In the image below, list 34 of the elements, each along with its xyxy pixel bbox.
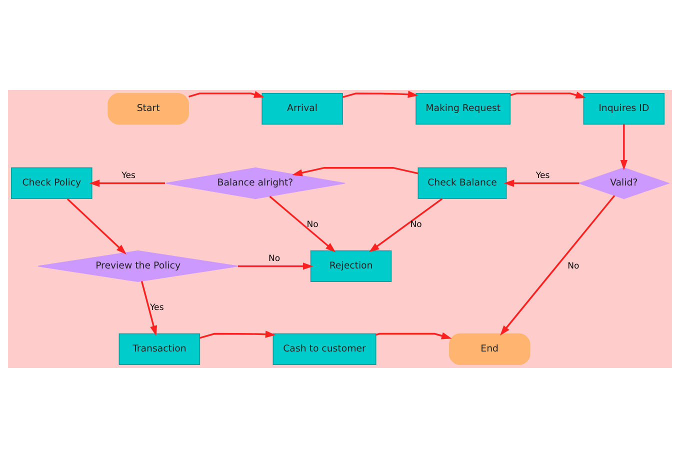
node-box: Arrival [262, 92, 343, 124]
node-box: Check Balance [418, 166, 507, 199]
arrow [269, 195, 336, 252]
node-diamond: Preview the Policy [38, 250, 238, 282]
arrow [66, 198, 126, 254]
arrow [376, 332, 452, 339]
node-box: Rejection [310, 250, 392, 282]
node-diamond: Valid? [578, 166, 670, 199]
edge-label: Yes [150, 302, 164, 312]
node-box: Cash to customer [272, 332, 376, 364]
edge-label: Yes [536, 170, 550, 181]
arrow [500, 194, 616, 336]
arrow [510, 91, 586, 98]
arrow [199, 330, 276, 338]
edge-label: No [306, 219, 318, 230]
node-box: Check Policy [11, 166, 92, 199]
node-box: Start [108, 92, 189, 124]
edge-label: Yes [122, 170, 136, 181]
edge-label: No [568, 260, 580, 271]
node-box: Making Request [416, 92, 511, 124]
arrow [342, 90, 418, 98]
arrow [188, 90, 264, 98]
arrow [368, 198, 443, 252]
arrow [140, 280, 158, 336]
edge-label: No [410, 219, 422, 230]
edge-label: No [268, 254, 280, 264]
arrow [238, 262, 314, 270]
node-box: Inquires ID [583, 92, 665, 124]
node-box: Transaction [118, 332, 200, 364]
arrow [620, 124, 628, 170]
arrow [504, 179, 580, 186]
node-box: End [448, 332, 530, 364]
arrow [292, 166, 418, 176]
arrow [89, 179, 165, 186]
